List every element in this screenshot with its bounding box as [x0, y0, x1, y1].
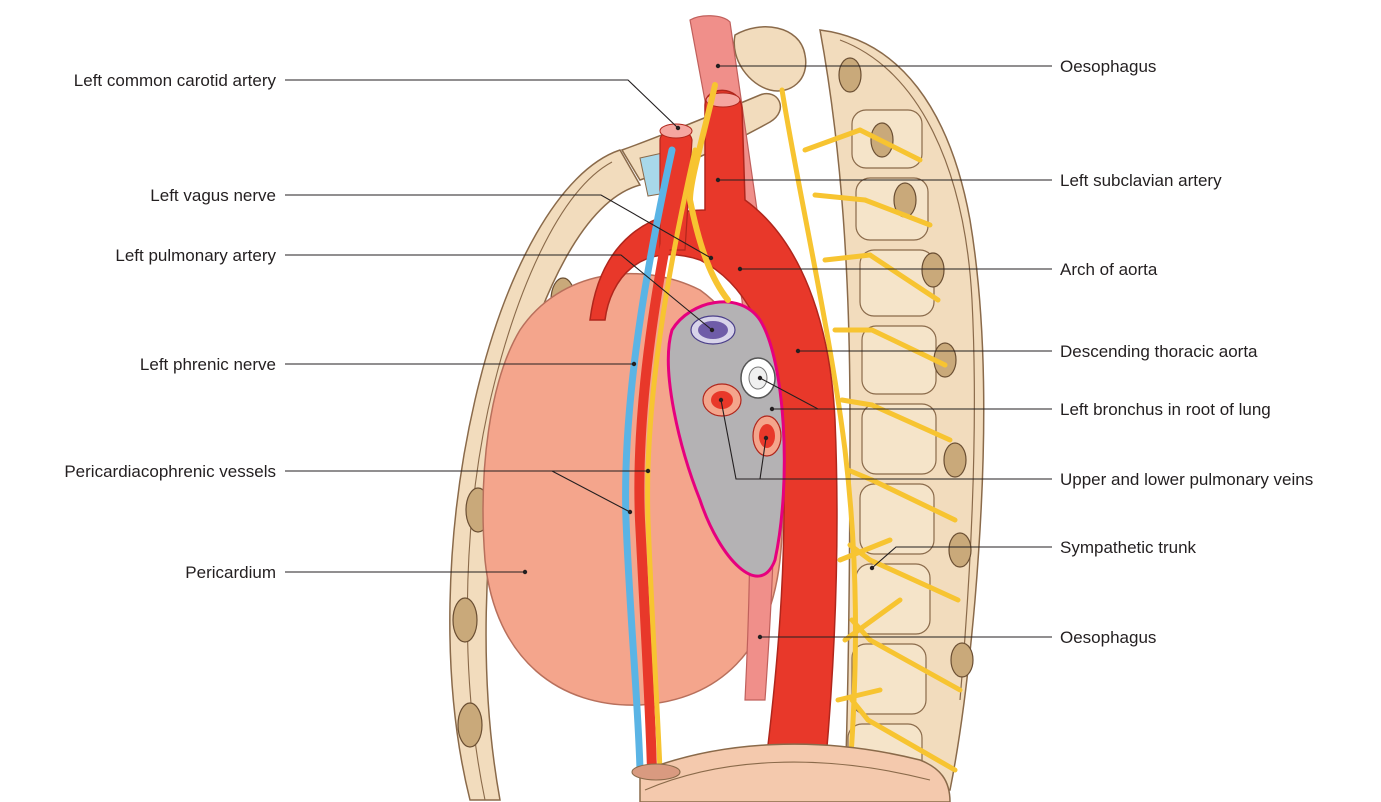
- label-pulmonary-veins: Upper and lower pulmonary veins: [1060, 470, 1313, 489]
- label-descending-thoracic-aorta: Descending thoracic aorta: [1060, 342, 1258, 361]
- label-arch-of-aorta: Arch of aorta: [1060, 260, 1158, 279]
- left-labels: Left common carotid artery Left vagus ne…: [64, 71, 276, 582]
- label-left-bronchus: Left bronchus in root of lung: [1060, 400, 1271, 419]
- label-oesophagus-lower: Oesophagus: [1060, 628, 1156, 647]
- label-pericardiacophrenic-vessels: Pericardiacophrenic vessels: [64, 462, 276, 481]
- label-left-phrenic-nerve: Left phrenic nerve: [140, 355, 276, 374]
- label-pericardium: Pericardium: [185, 563, 276, 582]
- label-oesophagus-upper: Oesophagus: [1060, 57, 1156, 76]
- right-labels: Oesophagus Left subclavian artery Arch o…: [1060, 57, 1313, 647]
- label-left-subclavian-artery: Left subclavian artery: [1060, 171, 1222, 190]
- label-left-common-carotid-artery: Left common carotid artery: [74, 71, 277, 90]
- label-left-vagus-nerve: Left vagus nerve: [150, 186, 276, 205]
- label-sympathetic-trunk: Sympathetic trunk: [1060, 538, 1197, 557]
- label-left-pulmonary-artery: Left pulmonary artery: [115, 246, 276, 265]
